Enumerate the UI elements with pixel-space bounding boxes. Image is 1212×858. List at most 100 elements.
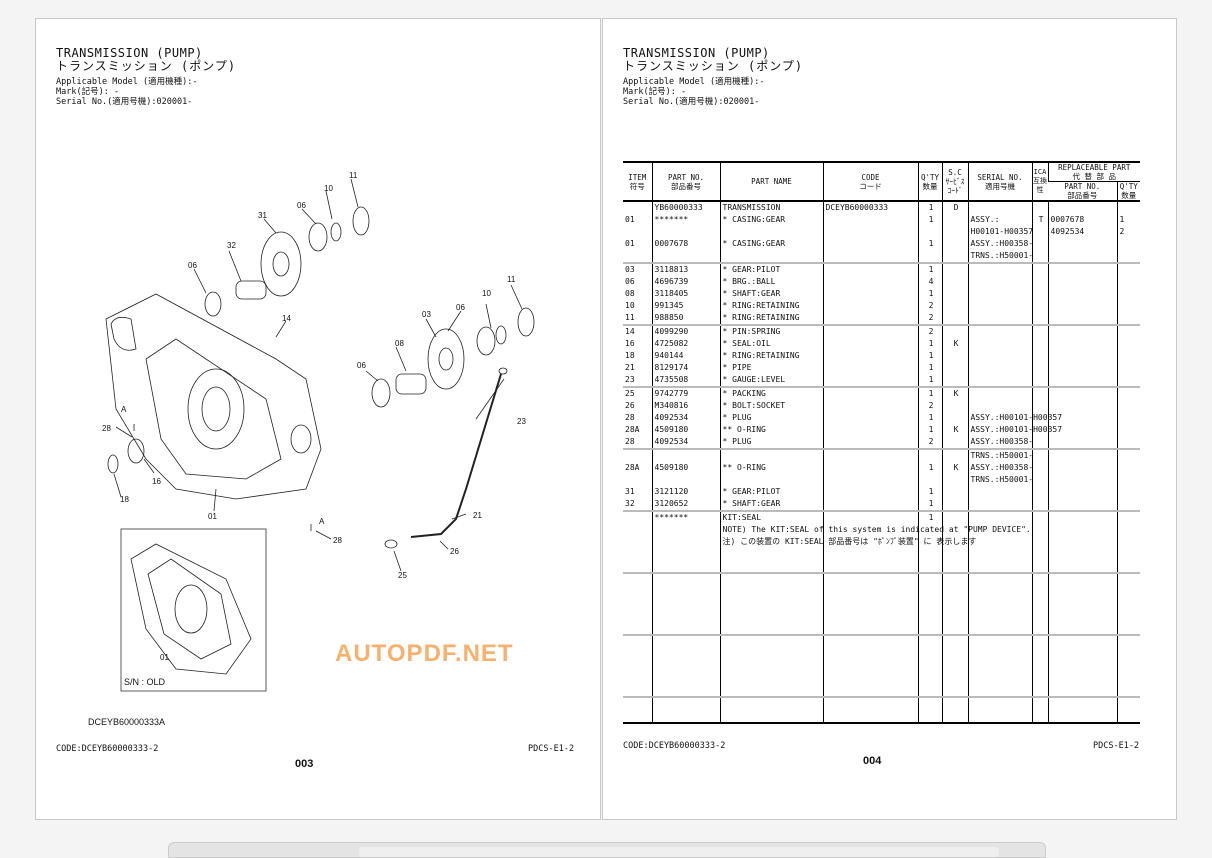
cell-service-code xyxy=(941,586,968,598)
cell-ica xyxy=(1031,262,1048,276)
cell-serial-no: ASSY.:H00101-H00357 xyxy=(967,424,1062,436)
cell-part-no: ******* xyxy=(651,214,720,226)
horizontal-scrollbar[interactable] xyxy=(168,842,1046,858)
callout-label: 06 xyxy=(188,261,197,270)
cell-code xyxy=(822,374,918,387)
callout-label: 06 xyxy=(357,361,366,370)
cell-code xyxy=(822,436,918,449)
cell-qty xyxy=(917,572,942,586)
cell-ica xyxy=(1031,238,1048,250)
scrollbar-thumb[interactable] xyxy=(359,847,999,857)
cell-item: 01 xyxy=(625,239,635,248)
cell-item: 14 xyxy=(623,324,652,338)
cell-service-code xyxy=(941,510,968,524)
cell-service-code xyxy=(941,324,968,338)
page-number: 004 xyxy=(863,755,882,767)
cell-serial-no xyxy=(967,548,1032,560)
cell-serial-no xyxy=(967,374,1032,387)
cell-part-name: * BOLT:SOCKET xyxy=(719,400,823,412)
callout-label: A xyxy=(121,405,127,414)
cell-ica xyxy=(1031,610,1048,622)
watermark: AUTOPDF.NET xyxy=(335,640,514,667)
callout-label: 31 xyxy=(258,211,267,220)
cell-code xyxy=(822,572,918,586)
cell-part-name xyxy=(719,622,823,635)
cell-service-code xyxy=(941,536,968,548)
cell-part-name xyxy=(719,586,823,598)
cell-replaceable-part-no xyxy=(1047,560,1117,573)
cell-serial-no xyxy=(967,622,1032,635)
cell-ica xyxy=(1031,684,1048,697)
cell-serial-no xyxy=(967,312,1032,325)
cell-part-no: 4092534 xyxy=(651,436,720,449)
cell-serial-no xyxy=(967,276,1032,288)
cell-qty xyxy=(917,474,942,486)
cell-qty: 1 xyxy=(917,412,942,424)
cell-replaceable-part-no xyxy=(1047,462,1117,474)
cell-qty: 1 xyxy=(917,386,942,400)
table-row xyxy=(623,634,1140,648)
cell-replaceable-qty xyxy=(1116,598,1140,610)
cell-serial-no xyxy=(967,586,1032,598)
cell-serial-no xyxy=(967,510,1032,524)
cell-replaceable-qty xyxy=(1116,560,1140,573)
cell-service-code xyxy=(941,448,968,462)
cell-item xyxy=(623,536,652,548)
cell-qty xyxy=(917,622,942,635)
cell-part-no: 8129174 xyxy=(651,362,720,374)
cell-part-name xyxy=(719,648,823,660)
mark: Mark(記号): - xyxy=(623,87,687,97)
cell-replaceable-qty xyxy=(1116,684,1140,697)
cell-ica xyxy=(1031,524,1048,536)
cell-part-name xyxy=(719,610,823,622)
cell-service-code xyxy=(941,276,968,288)
footer-ref: PDCS-E1-2 xyxy=(1093,741,1140,751)
cell-qty xyxy=(917,696,942,710)
cell-code xyxy=(822,524,918,536)
cell-serial-no: ASSY.:H00101-H00357 xyxy=(967,412,1062,424)
cell-replaceable-part-no xyxy=(1047,262,1117,276)
cell-part-no: YB60000333 xyxy=(651,201,720,214)
cell-part-name xyxy=(719,250,823,263)
cell-ica xyxy=(1031,338,1048,350)
cell-part-name xyxy=(719,448,823,462)
cell-part-name: ** O-RING xyxy=(719,462,823,474)
cell-replaceable-part-no xyxy=(1047,634,1117,648)
cell-serial-no xyxy=(967,524,1032,536)
table-row xyxy=(623,572,1140,586)
cell-replaceable-part-no xyxy=(1047,276,1117,288)
cell-service-code xyxy=(941,412,968,424)
cell-service-code xyxy=(941,214,968,226)
cell-replaceable-part-no xyxy=(1047,250,1117,263)
cell-qty: 2 xyxy=(917,312,942,325)
cell-part-no xyxy=(651,250,720,263)
cell-part-no xyxy=(651,560,720,573)
cell-code xyxy=(822,312,918,325)
cell-item: 11 xyxy=(625,313,635,322)
table-row xyxy=(623,610,1140,622)
cell-ica: T xyxy=(1031,214,1048,226)
cell-replaceable-qty xyxy=(1116,374,1140,387)
cell-item xyxy=(623,660,652,672)
applicable-model: Applicable Model (適用機種):- xyxy=(623,77,765,87)
cell-code xyxy=(822,462,918,474)
cell-replaceable-qty xyxy=(1116,710,1140,724)
cell-part-no xyxy=(651,672,720,684)
cell-replaceable-qty xyxy=(1116,634,1140,648)
cell-replaceable-part-no xyxy=(1047,362,1117,374)
cell-serial-no xyxy=(967,300,1032,312)
cell-service-code xyxy=(941,634,968,648)
cell-replaceable-part-no xyxy=(1047,536,1117,548)
cell-ica xyxy=(1031,672,1048,684)
table-row xyxy=(623,684,1140,697)
cell-part-no xyxy=(651,448,720,462)
callout-label: A xyxy=(319,517,325,526)
cell-item: 18 xyxy=(625,351,635,360)
cell-part-no: 4735508 xyxy=(651,374,720,387)
cell-service-code xyxy=(941,262,968,276)
cell-item xyxy=(623,201,652,214)
cell-qty: 1 xyxy=(917,338,942,350)
